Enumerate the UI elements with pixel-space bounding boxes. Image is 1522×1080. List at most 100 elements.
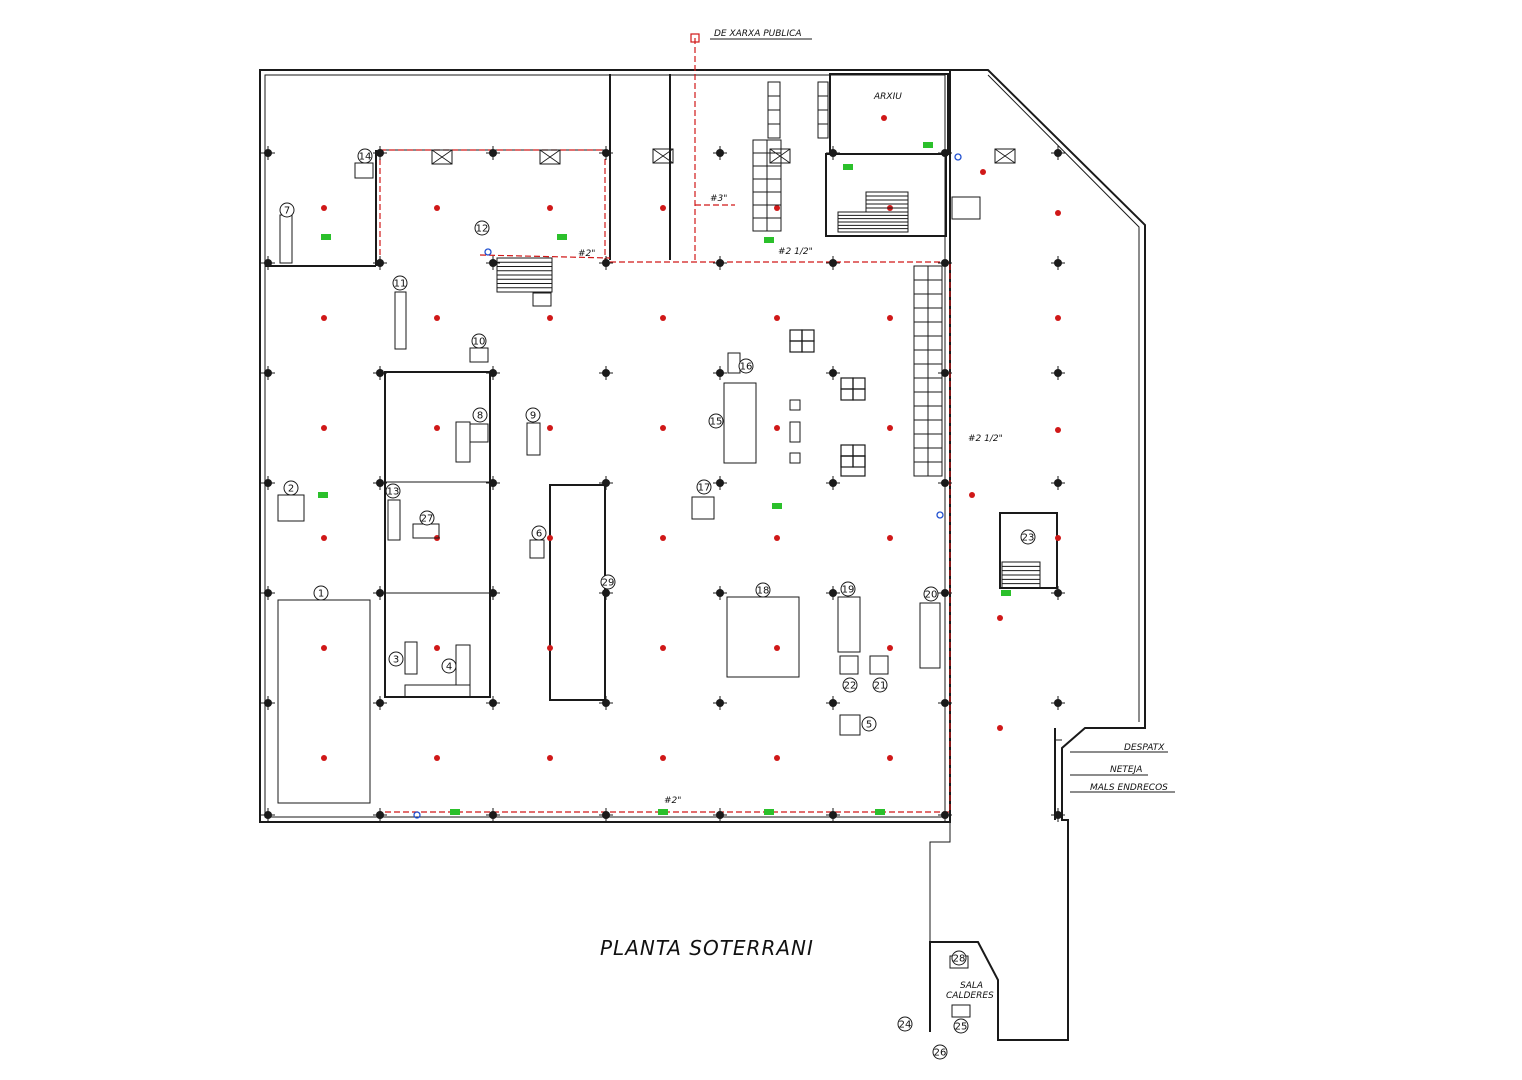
column xyxy=(261,146,275,160)
sprinkler-head xyxy=(1055,210,1061,216)
column xyxy=(486,586,500,600)
grid-window xyxy=(789,329,815,353)
sprinkler-head xyxy=(547,205,553,211)
equipment-number-label: 15 xyxy=(710,417,723,428)
text-labels: DE XARXA PUBLICA ARXIU DESPATX NETEJA MA… xyxy=(578,29,1175,1001)
equipment-number-18: 18 xyxy=(755,582,771,598)
stairs-east xyxy=(1001,561,1041,589)
column xyxy=(486,366,500,380)
sprinkler-head xyxy=(660,535,666,541)
equipment-number-15: 15 xyxy=(708,413,724,429)
rack-top-a xyxy=(752,139,782,232)
equipment-number-label: 20 xyxy=(925,590,938,601)
sprinkler-head xyxy=(321,535,327,541)
pipe-label-3: #3" xyxy=(710,194,727,204)
equipment-number-29: 29 xyxy=(600,574,616,590)
stairs xyxy=(496,191,1041,589)
column xyxy=(261,366,275,380)
network-label: DE XARXA PUBLICA xyxy=(714,29,802,39)
vent-box xyxy=(652,148,674,164)
column xyxy=(938,476,952,490)
extinguisher xyxy=(1001,590,1011,596)
equipment-number-label: 27 xyxy=(421,514,434,525)
equipment-number-label: 9 xyxy=(530,411,536,422)
sprinkler-head xyxy=(660,755,666,761)
sprinkler-head xyxy=(887,535,893,541)
equipment-number-label: 3 xyxy=(393,655,399,666)
column xyxy=(938,366,952,380)
sprinkler-head xyxy=(547,645,553,651)
column xyxy=(486,146,500,160)
sprinkler-head xyxy=(774,205,780,211)
equipment-number-1: 1 xyxy=(313,585,329,601)
equipment-number-label: 26 xyxy=(934,1048,947,1059)
sprinkler-head xyxy=(434,755,440,761)
column xyxy=(261,256,275,270)
equipment-number-label: 18 xyxy=(757,586,770,597)
column xyxy=(1051,476,1065,490)
archive-label: ARXIU xyxy=(873,92,902,102)
sprinkler-head xyxy=(881,115,887,121)
column xyxy=(826,256,840,270)
column xyxy=(599,586,613,600)
sprinkler-head xyxy=(1055,535,1061,541)
equipment-number-20: 20 xyxy=(923,586,939,602)
sprinkler-head xyxy=(997,615,1003,621)
sprinkler-head xyxy=(887,755,893,761)
sprinkler-head xyxy=(774,755,780,761)
extinguisher xyxy=(875,809,885,815)
sprinkler-head xyxy=(434,205,440,211)
sprinkler-head xyxy=(774,315,780,321)
sprinkler-head xyxy=(1055,315,1061,321)
column xyxy=(713,808,727,822)
column xyxy=(713,146,727,160)
sprinkler-head xyxy=(774,425,780,431)
sprinkler-head xyxy=(321,425,327,431)
equipment-number-25: 25 xyxy=(953,1018,969,1034)
equipment-number-label: 16 xyxy=(740,362,753,373)
sprinkler-head xyxy=(547,755,553,761)
equipment-number-16: 16 xyxy=(738,358,754,374)
sprinkler-head xyxy=(660,205,666,211)
equipment-number-11: 11 xyxy=(392,275,408,291)
rack-top-c xyxy=(817,81,829,139)
pipe-label-2half-a: #2 1/2" xyxy=(778,247,813,257)
equipment-number-label: 5 xyxy=(866,720,872,731)
equipment-number-label: 11 xyxy=(394,279,407,290)
column xyxy=(486,476,500,490)
equipment-number-label: 23 xyxy=(1022,533,1035,544)
column xyxy=(1051,586,1065,600)
column xyxy=(1051,256,1065,270)
equipment-number-22: 22 xyxy=(842,677,858,693)
column xyxy=(1051,146,1065,160)
sprinkler-head xyxy=(434,315,440,321)
equipment-number-23: 23 xyxy=(1020,529,1036,545)
stairs-archive xyxy=(837,211,909,233)
smoke-detector xyxy=(484,248,492,256)
column xyxy=(373,366,387,380)
extinguisher xyxy=(321,234,331,240)
column xyxy=(826,586,840,600)
racks xyxy=(752,81,943,477)
equipment-number-label: 14 xyxy=(359,152,372,163)
equipment-number-label: 10 xyxy=(473,337,486,348)
column xyxy=(261,586,275,600)
equipment-number-label: 22 xyxy=(844,681,857,692)
column-grid xyxy=(261,146,1065,822)
sprinkler-head xyxy=(547,535,553,541)
equipment-number-label: 24 xyxy=(899,1020,912,1031)
sprinkler-head xyxy=(434,425,440,431)
extinguisher xyxy=(772,503,782,509)
vent-box xyxy=(994,148,1016,164)
column xyxy=(713,476,727,490)
equipment-number-19: 19 xyxy=(840,581,856,597)
equipment-number-9: 9 xyxy=(525,407,541,423)
equipment-number-label: 8 xyxy=(477,411,483,422)
equipment-number-27: 27 xyxy=(419,510,435,526)
extinguisher xyxy=(557,234,567,240)
equipment-number-8: 8 xyxy=(472,407,488,423)
equipment-number-label: 17 xyxy=(698,483,711,494)
equipment-number-label: 28 xyxy=(953,954,966,965)
sprinkler-head xyxy=(969,492,975,498)
